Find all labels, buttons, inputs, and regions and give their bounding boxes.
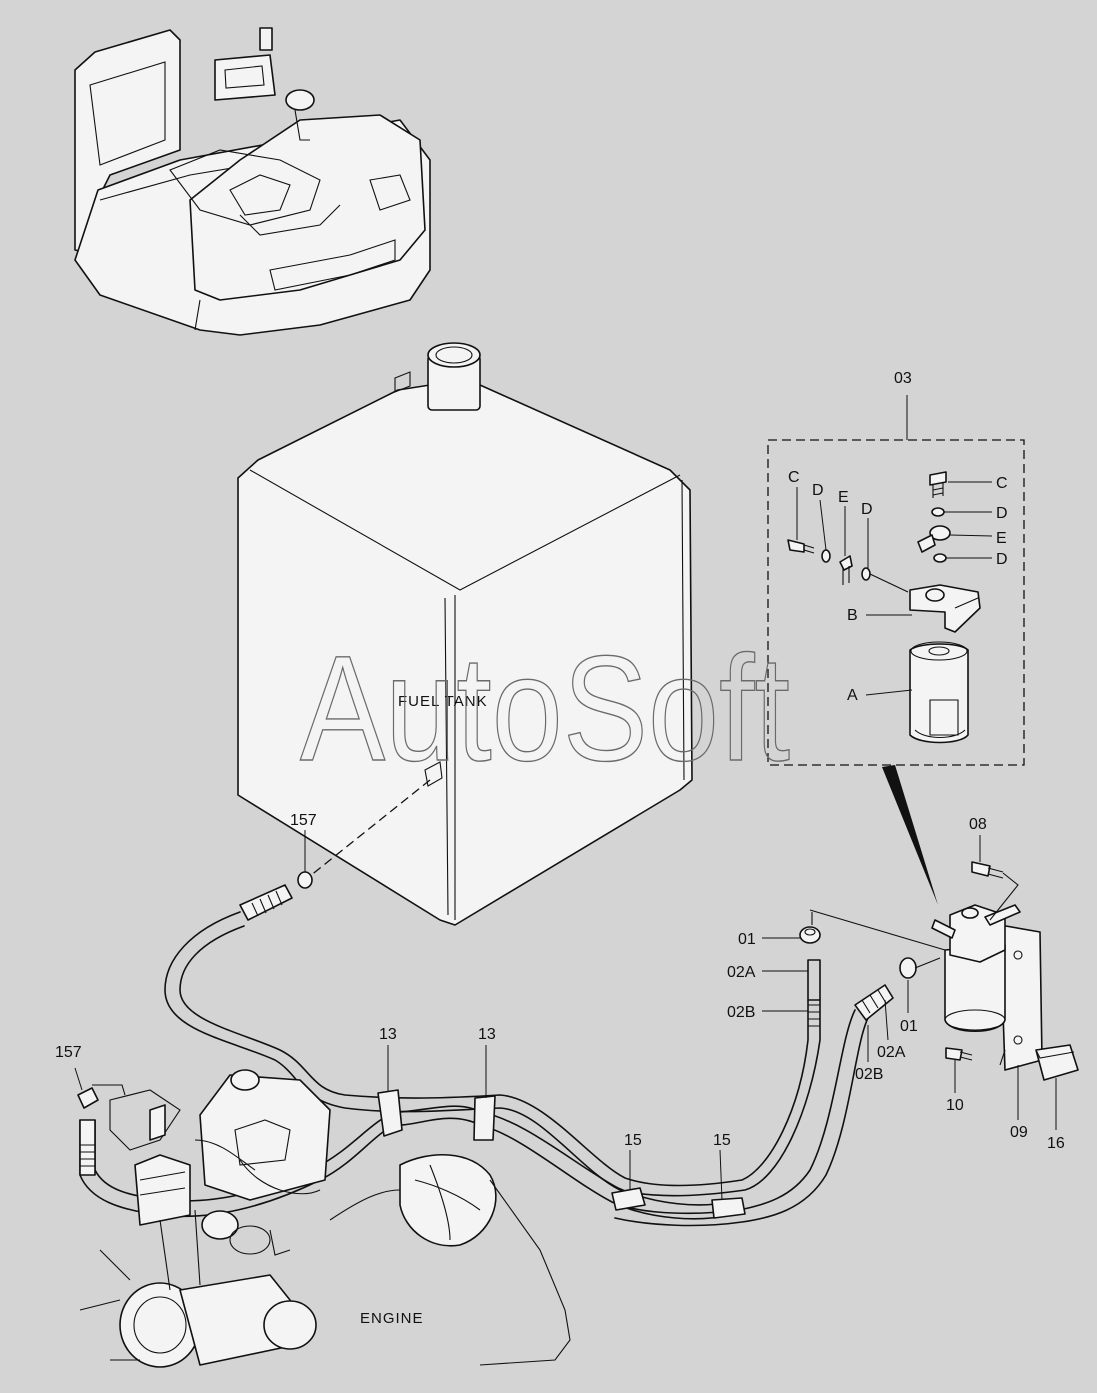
part-number-13-right: 13 [478, 1026, 496, 1043]
detail-label-c-left: C [788, 469, 800, 486]
filter-detail-box: C D E D C D E D B A [767, 395, 1025, 905]
detail-label-e-left: E [838, 489, 849, 506]
part-number-02a-left: 02A [727, 964, 756, 981]
part-leader-lines [74, 830, 1057, 1201]
machine-overview-illustration [74, 27, 431, 336]
part-number-01-left: 01 [738, 931, 756, 948]
part-number-15-right: 15 [713, 1132, 731, 1149]
detail-label-a: A [847, 687, 858, 704]
fuel-filter-assembly [931, 861, 1079, 1081]
detail-label-c-right: C [996, 475, 1008, 492]
part-number-10: 10 [946, 1097, 964, 1114]
detail-label-d-left2: D [861, 501, 873, 518]
small-fittings [799, 909, 946, 979]
part-number-15-left: 15 [624, 1132, 642, 1149]
fuel-tank-label: FUEL TANK [398, 693, 488, 710]
part-number-02b-left: 02B [727, 1004, 755, 1021]
autosoft-watermark: AutoSoft [300, 624, 790, 792]
engine-label: ENGINE [360, 1310, 424, 1327]
part-number-157-tank: 157 [290, 812, 317, 829]
detail-label-b: B [847, 607, 858, 624]
detail-label-e-right: E [996, 530, 1007, 547]
part-number-13-left: 13 [379, 1026, 397, 1043]
part-number-labels: 157 157 13 13 15 15 01 02A 02B 01 02A 02… [55, 370, 1065, 1152]
fuel-hoses [79, 871, 894, 1227]
part-number-02a-right: 02A [877, 1044, 906, 1061]
part-number-16: 16 [1047, 1135, 1065, 1152]
part-number-08: 08 [969, 816, 987, 833]
engine-illustration: ENGINE [79, 1069, 571, 1368]
part-number-03: 03 [894, 370, 912, 387]
part-number-01-right: 01 [900, 1018, 918, 1035]
detail-label-d-right2: D [996, 551, 1008, 568]
detail-label-d-left1: D [812, 482, 824, 499]
fuel-tank-illustration: FUEL TANK [237, 342, 693, 926]
part-number-157-engine: 157 [55, 1044, 82, 1061]
part-number-09: 09 [1010, 1124, 1028, 1141]
part-number-02b-right: 02B [855, 1066, 883, 1083]
detail-label-d-right1: D [996, 505, 1008, 522]
